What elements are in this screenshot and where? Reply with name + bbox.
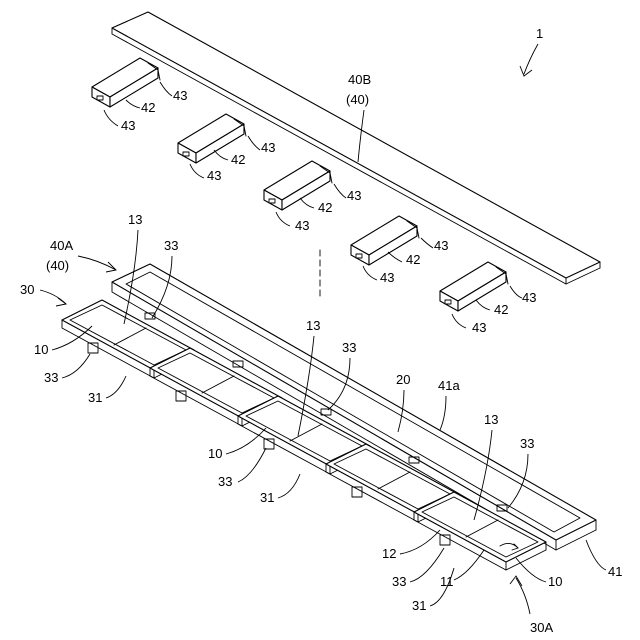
ref-label-41: 41: [608, 564, 622, 579]
ref-label-30a: 30A: [530, 620, 553, 635]
ref-label-40a: 40A: [50, 238, 73, 253]
ref-label-33: 33: [164, 238, 178, 253]
leader-40a: [78, 256, 116, 270]
ref-label-40b: 40B: [348, 72, 371, 87]
ref-label-43: 43: [121, 118, 135, 133]
ref-label-33: 33: [520, 436, 534, 451]
leader-30a: [516, 578, 530, 614]
ref-label-33: 33: [218, 474, 232, 489]
ref-label-33: 33: [342, 340, 356, 355]
ref-label-13: 13: [306, 318, 320, 333]
leader-30: [40, 290, 66, 304]
ref-label-42: 42: [318, 200, 332, 215]
ref-label-30: 30: [20, 282, 34, 297]
ref-label-33: 33: [392, 574, 406, 589]
ref-label-42: 42: [141, 100, 155, 115]
lower-holder-40a: [112, 264, 596, 550]
ref-label-43: 43: [434, 238, 448, 253]
tray-row-30: [62, 300, 546, 570]
ref-label-10: 10: [208, 446, 222, 461]
ref-label-43: 43: [472, 320, 486, 335]
ref-label-43: 43: [522, 290, 536, 305]
ref-label-10: 10: [548, 574, 562, 589]
ref-label-43: 43: [295, 218, 309, 233]
ref-label-41a: 41a: [438, 378, 460, 393]
ref-label-12: 12: [382, 546, 396, 561]
ref-label-1: 1: [536, 26, 543, 41]
upper-holder-40b: [92, 12, 600, 311]
label-1: 1: [520, 26, 543, 76]
ref-label-33: 33: [44, 370, 58, 385]
ref-label-31: 31: [88, 390, 102, 405]
ref-label-43: 43: [347, 188, 361, 203]
ref-label-10: 10: [34, 342, 48, 357]
ref-label-31: 31: [412, 598, 426, 613]
ref-label-20: 20: [396, 372, 410, 387]
ref-label-43: 43: [173, 88, 187, 103]
ref-label-43: 43: [261, 140, 275, 155]
ref-label-42: 42: [494, 302, 508, 317]
ref-label-43: 43: [207, 168, 221, 183]
ref-label-40a-paren: (40): [46, 258, 69, 273]
ref-label-43: 43: [380, 270, 394, 285]
ref-label-13: 13: [484, 412, 498, 427]
ref-label-42: 42: [406, 252, 420, 267]
ref-label-31: 31: [260, 490, 274, 505]
ref-label-13: 13: [128, 212, 142, 227]
ref-label-40b-paren: (40): [346, 92, 369, 107]
ref-label-42: 42: [231, 152, 245, 167]
